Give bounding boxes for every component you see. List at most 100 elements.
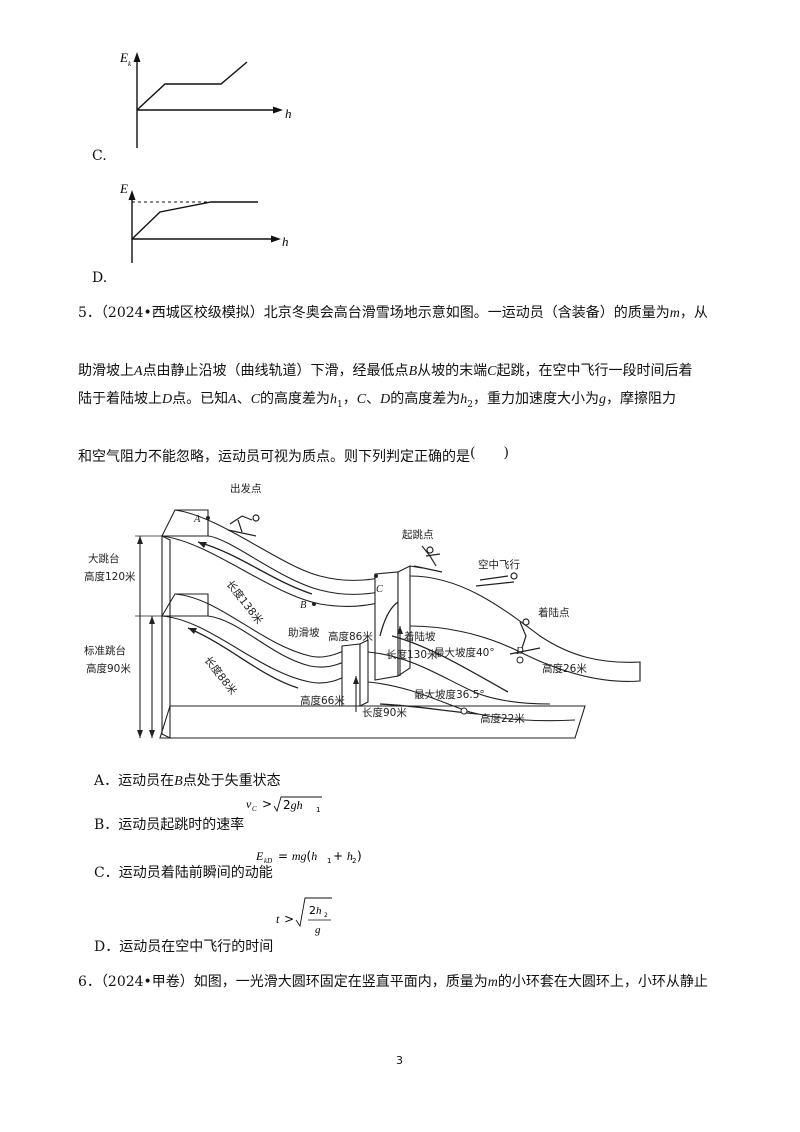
- label-max365: 最大坡度36.5°: [414, 688, 485, 701]
- q5-text: 点由静止沿坡（曲线轨道）下滑，经最低点: [142, 363, 409, 379]
- q5-text: 从坡的末端: [417, 363, 488, 379]
- var-C: C: [487, 364, 497, 379]
- label-len90: 长度90米: [362, 706, 407, 719]
- q5-text: 的高度差为: [260, 391, 331, 407]
- graph-c-y-sub: k: [128, 60, 132, 68]
- svg-text:>: >: [284, 912, 294, 926]
- var-m: m: [669, 306, 680, 321]
- label-takeoff: 起跳点: [402, 528, 434, 541]
- formula-t-sqrt: t > 2h 2 g: [276, 897, 332, 936]
- q5-text: 、: [366, 391, 381, 407]
- option-c: C．运动员着陆前瞬间的动能: [94, 865, 273, 881]
- q5-line-4: 和空气阻力不能忽略，运动员可视为质点。则下列判定正确的是( ): [78, 445, 509, 466]
- svg-text:2gh: 2gh: [283, 798, 303, 812]
- label-len88: 长度88米: [202, 654, 240, 698]
- var-D: D: [380, 392, 391, 407]
- q5-text: ，重力加速度大小为: [472, 391, 599, 407]
- label-flight: 空中飞行: [478, 558, 520, 571]
- q5-text: 起跳，在空中飞行一段时间后着: [496, 363, 693, 379]
- formula-b: v C > 2gh 1: [246, 794, 336, 820]
- var-h2: h: [460, 392, 468, 407]
- option-d-label: D.: [92, 270, 108, 286]
- svg-text:2: 2: [352, 857, 356, 865]
- svg-text:v: v: [246, 797, 252, 811]
- svg-text:>: >: [262, 797, 272, 811]
- label-A: A: [193, 514, 201, 525]
- graph-d-y-label: E: [119, 181, 128, 196]
- option-a: A．运动员在B点处于失重状态: [94, 770, 281, 790]
- graph-c-x-label: h: [285, 106, 292, 121]
- svg-text:): ): [357, 849, 362, 863]
- svg-text:2: 2: [324, 912, 328, 919]
- svg-text:+ h: + h: [333, 849, 353, 863]
- label-start-point: 出发点: [230, 482, 262, 495]
- label-D: D: [515, 646, 524, 657]
- graph-d: E h: [119, 181, 289, 263]
- option-c-label: C.: [92, 148, 107, 164]
- svg-text:t: t: [276, 912, 280, 926]
- q5-text: 陆于着陆坡上: [78, 391, 162, 407]
- q5-line-1: 5．（2024•西城区校级模拟）北京冬奥会高台滑雪场地示意如图。一运动员（含装备…: [78, 302, 708, 322]
- q5-text: 助滑坡上: [78, 363, 134, 379]
- formula-d: t > 2h 2 g: [276, 896, 346, 946]
- label-h26: 高度26米: [542, 662, 587, 675]
- label-C: C: [376, 584, 384, 595]
- option-a-text: A．运动员在: [94, 773, 175, 789]
- option-d: D．运动员在空中飞行的时间: [94, 939, 274, 955]
- q5-line-3: 陆于着陆坡上D点。已知A、C的高度差为h1，C、D的高度差为h2，重力加速度大小…: [78, 388, 676, 410]
- svg-text:= mg(h: = mg(h: [278, 849, 317, 863]
- q5-text: 5．（2024•西城区校级模拟）北京冬奥会高台滑雪场地示意如图。一运动员（含装备…: [78, 305, 670, 321]
- svg-text:g: g: [315, 924, 321, 936]
- var-C: C: [356, 392, 367, 407]
- graph-c: E k h: [119, 50, 292, 148]
- var-B: B: [408, 364, 418, 379]
- label-landing: 着陆点: [538, 606, 570, 619]
- var-h1: h: [330, 392, 338, 407]
- label-h22: 高度22米: [480, 712, 525, 725]
- label-len138: 长度138米: [224, 578, 266, 627]
- label-len130: 长度130米: [386, 648, 438, 661]
- var-m: m: [487, 975, 498, 990]
- var-B: B: [174, 774, 183, 789]
- svg-text:E: E: [256, 849, 264, 863]
- q6-text: 的小环套在大圆环上，小环从静止: [497, 974, 708, 990]
- formula-ek: E kD = mg(h 1 + h 2 ): [255, 849, 362, 865]
- label-B: B: [300, 600, 307, 611]
- ski-jump-figure: 出发点 A B C D 起跳点 空中飞行 着陆点 大跳台 高度120米 标准跳台…: [84, 482, 641, 739]
- svg-text:kD: kD: [264, 857, 272, 865]
- label-landing-slope: 着陆坡: [404, 630, 436, 643]
- var-h1-sub: 1: [337, 399, 343, 410]
- svg-text:2h: 2h: [309, 904, 322, 917]
- graph-c-y-label: E: [119, 50, 128, 65]
- q5-text: 、: [236, 391, 251, 407]
- svg-text:1: 1: [316, 806, 320, 814]
- var-g: g: [598, 392, 606, 407]
- var-C: C: [250, 392, 261, 407]
- q6-line-1: 6．（2024•甲卷）如图，一光滑大圆环固定在竖直平面内，质量为m的小环套在大圆…: [78, 971, 708, 991]
- q5-text: ，摩擦阻力: [605, 391, 676, 407]
- label-big-height: 高度120米: [84, 570, 136, 583]
- label-std-platform: 标准跳台: [84, 644, 126, 657]
- label-inrun: 助滑坡: [288, 626, 320, 639]
- svg-text:1: 1: [327, 857, 331, 865]
- graph-d-x-label: h: [282, 234, 289, 249]
- formula-vc-sqrt: v C > 2gh 1: [246, 796, 322, 814]
- label-max40: 最大坡度40°: [434, 646, 495, 659]
- q6-text: 6．（2024•甲卷）如图，一光滑大圆环固定在竖直平面内，质量为: [78, 974, 488, 990]
- var-h2-sub: 2: [467, 399, 473, 410]
- option-a-text: 点处于失重状态: [182, 773, 281, 789]
- formula-c: E kD = mg(h 1 + h 2 ): [255, 846, 386, 872]
- option-b: B．运动员起跳时的速率: [94, 817, 245, 833]
- q5-text: 的高度差为: [390, 391, 461, 407]
- answer-parentheses: ( ): [470, 445, 509, 461]
- label-std-height: 高度90米: [86, 662, 131, 675]
- q5-line-2: 助滑坡上A点由静止沿坡（曲线轨道）下滑，经最低点B从坡的末端C起跳，在空中飞行一…: [78, 360, 692, 380]
- label-h86: 高度86米: [328, 630, 373, 643]
- var-A: A: [228, 392, 237, 407]
- var-A: A: [134, 364, 143, 379]
- label-big-platform: 大跳台: [88, 552, 120, 565]
- svg-text:C: C: [252, 805, 257, 813]
- q5-text: ，: [342, 391, 357, 407]
- q5-text: ，从: [679, 305, 708, 321]
- var-D: D: [162, 392, 173, 407]
